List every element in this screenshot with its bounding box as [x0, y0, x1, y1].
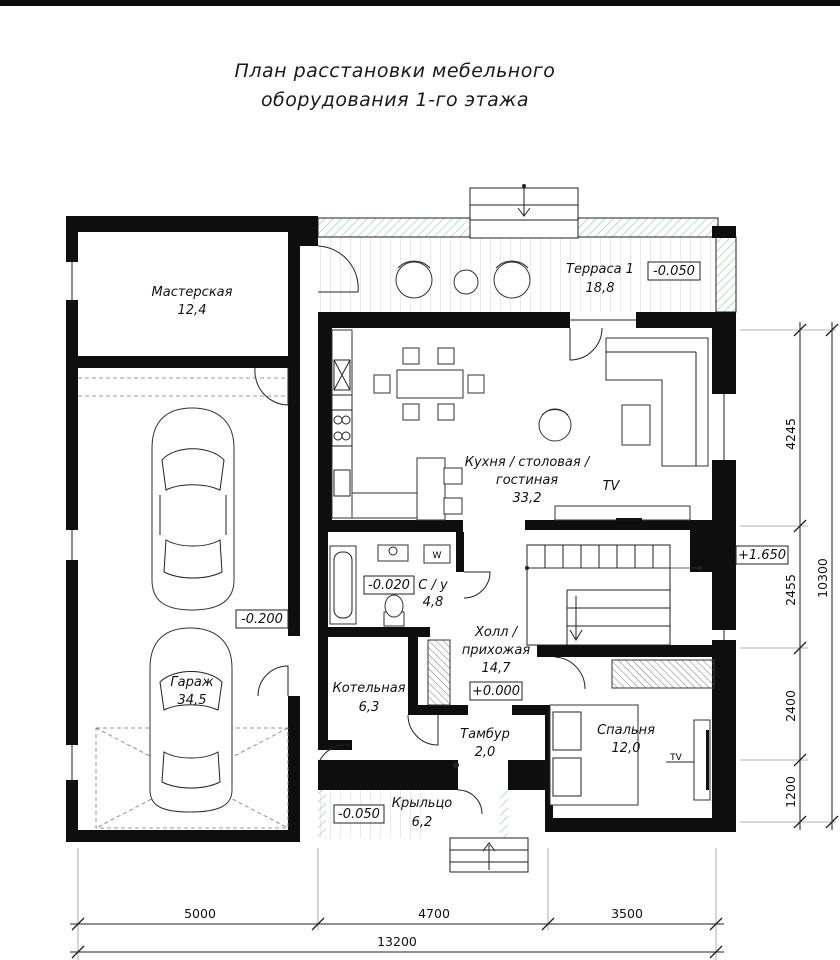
room-name-hall: Холл /	[474, 625, 519, 640]
bar-stool	[443, 497, 463, 515]
terrace-level: -0.050	[653, 264, 695, 279]
interior-walls	[66, 216, 736, 842]
plan-title-line-1: План расстановки мебельного	[234, 60, 556, 82]
porch-steps	[449, 837, 529, 873]
dim-bottom-total: 13200	[377, 934, 417, 949]
room-name-kitchen-2: гостиная	[496, 473, 558, 488]
room-area-porch: 6,2	[412, 815, 433, 830]
room-name-porch: Крыльцо	[392, 796, 453, 811]
washer-box	[423, 544, 451, 564]
room-name-kitchen: Кухня / столовая /	[465, 455, 591, 470]
sink	[377, 544, 409, 562]
dim-bottom-1: 5000	[184, 906, 216, 921]
dim-bottom-3: 3500	[611, 906, 643, 921]
wc-level-box	[363, 575, 415, 595]
stair-level-box	[735, 545, 789, 565]
room-name-boiler: Котельная	[332, 681, 405, 696]
room-area-terrace: 18,8	[586, 281, 615, 296]
plan-title-line-2: оборудования 1-го этажа	[260, 89, 530, 111]
room-area-wc: 4,8	[423, 595, 444, 610]
car-top-icon	[151, 407, 235, 611]
porch-level-box	[333, 804, 385, 824]
room-area-kitchen: 33,2	[513, 491, 542, 506]
room-name-bedroom: Спальня	[597, 723, 655, 738]
right-dimension-lines	[740, 322, 839, 830]
garage-gate-zone	[95, 727, 289, 829]
armchair-icon	[538, 408, 572, 442]
staircase	[525, 544, 702, 646]
car-top-icon-2	[149, 627, 233, 813]
dim-right-1: 4245	[783, 418, 798, 450]
garage-level: -0.200	[241, 612, 283, 627]
room-name-terrace: Терраса 1	[566, 262, 634, 277]
dim-right-3: 2400	[783, 690, 798, 722]
bottom-dimension-lines	[70, 848, 724, 960]
room-name-garage: Гараж	[170, 675, 213, 690]
bathtub	[329, 545, 357, 625]
stair-level: +1.650	[738, 548, 786, 563]
hall-wardrobe	[427, 639, 451, 706]
doors	[254, 245, 603, 815]
dim-bottom-2: 4700	[418, 906, 450, 921]
bedroom-wardrobe	[611, 659, 715, 689]
room-area-garage: 34,5	[178, 693, 207, 708]
tv-label-bedroom: TV	[669, 753, 682, 763]
top-edge-bar	[0, 0, 840, 6]
exterior-walls	[66, 216, 736, 842]
dining-table-set	[373, 347, 485, 421]
room-area-workshop: 12,4	[178, 303, 207, 318]
room-name-vestibule: Тамбур	[460, 727, 510, 742]
coffee-table	[621, 404, 651, 446]
room-name-wc: С / у	[418, 578, 448, 593]
porch-level: -0.050	[338, 807, 380, 822]
room-area-bedroom: 12,0	[612, 741, 641, 756]
hall-level: +0.000	[472, 684, 520, 699]
terrace-armchair-left	[395, 260, 433, 299]
dim-right-4: 1200	[783, 776, 798, 808]
room-area-vestibule: 2,0	[475, 745, 496, 760]
terrace-armchair-right	[493, 260, 531, 299]
dim-right-total: 10300	[815, 558, 830, 598]
toilet	[383, 594, 405, 627]
room-name-workshop: Мастерская	[152, 285, 233, 300]
room-area-hall: 14,7	[482, 661, 512, 676]
washer-label: W	[433, 551, 442, 561]
kitchen-counter	[331, 329, 446, 521]
terrace-level-box	[647, 261, 701, 281]
hall-level-box	[469, 681, 523, 701]
dim-right-2: 2455	[783, 574, 798, 606]
porch-hatch-right	[500, 790, 508, 838]
porch-hatch-left	[318, 790, 326, 838]
garage-level-box	[235, 609, 289, 629]
bed	[549, 704, 639, 806]
terrace-edge-hatch-right	[577, 217, 719, 238]
windows	[71, 262, 725, 780]
corner-sofa	[605, 337, 709, 467]
terrace-edge-hatch-side	[715, 236, 737, 313]
room-area-boiler: 6,3	[359, 700, 380, 715]
room-name-hall-2: прихожая	[462, 643, 531, 658]
bar-stool	[443, 467, 463, 485]
wc-level: -0.020	[368, 578, 410, 593]
tv-label-kitchen: TV	[603, 479, 621, 494]
terrace-table	[453, 269, 479, 295]
terrace-edge-hatch-left	[317, 217, 471, 238]
tv-stand	[554, 505, 691, 521]
